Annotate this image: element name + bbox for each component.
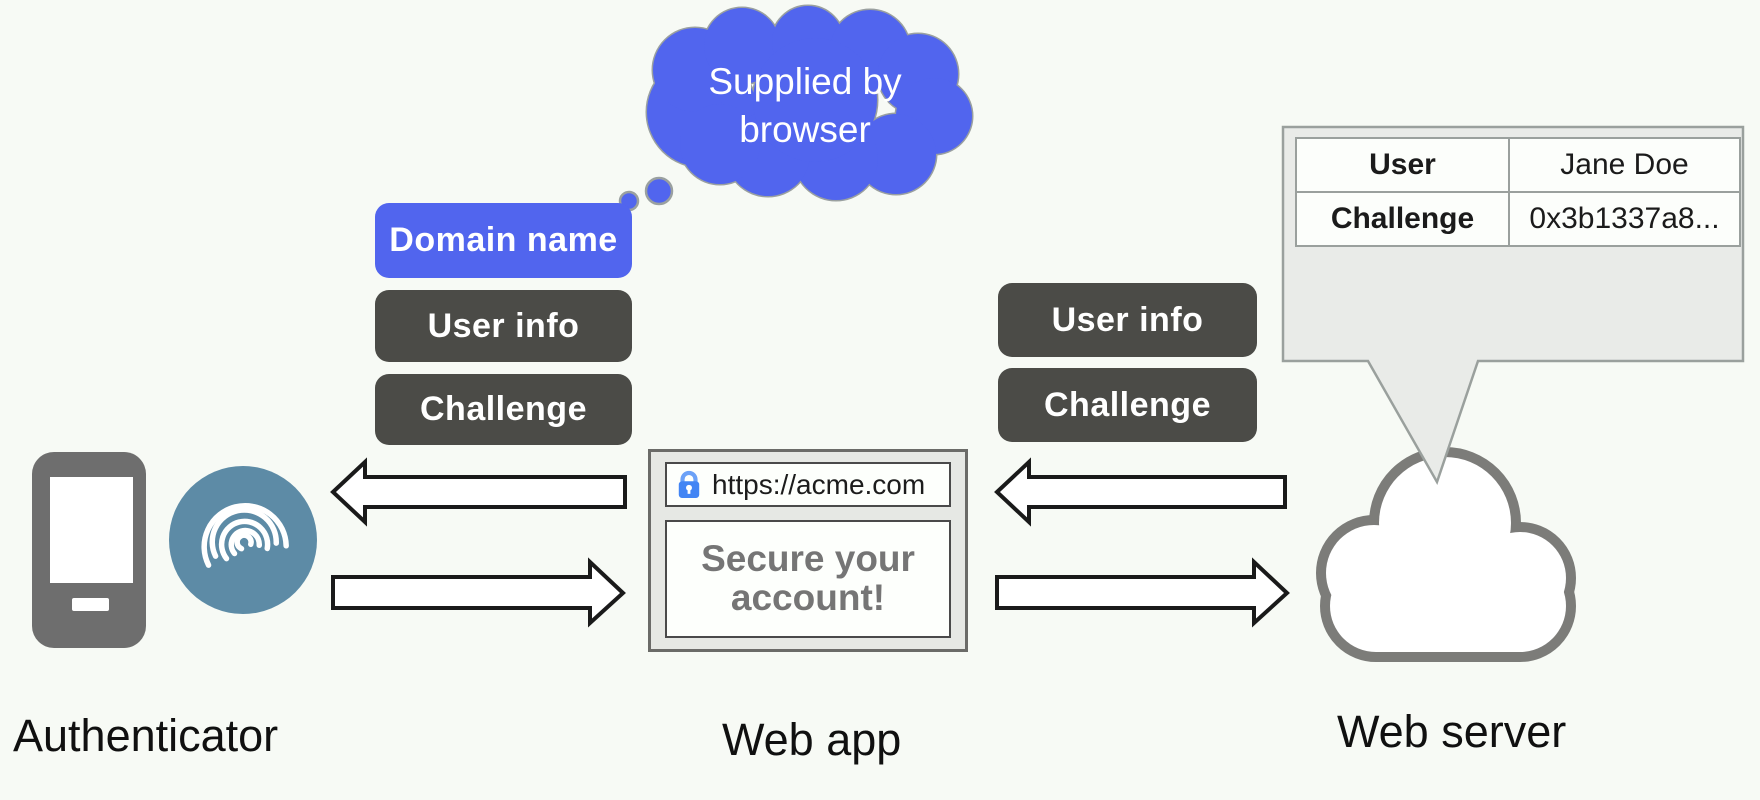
lock-icon bbox=[678, 470, 700, 498]
thought-bubble-cloud bbox=[645, 4, 974, 202]
arrow-webapp-to-webserver bbox=[995, 557, 1290, 628]
web-server-label: Web server bbox=[1337, 706, 1567, 757]
chip-user-info-left: User info bbox=[375, 290, 632, 362]
web-app-label: Web app bbox=[722, 714, 902, 765]
arrow-authenticator-to-webapp bbox=[331, 557, 626, 628]
thought-bubble-text: Supplied by browser bbox=[708, 61, 902, 151]
fingerprint-icon bbox=[169, 466, 317, 614]
arrow-webapp-to-authenticator bbox=[330, 457, 627, 527]
server-data-table: User Jane Doe Challenge 0x3b1337a8... bbox=[1295, 137, 1741, 247]
arrow-webserver-to-webapp bbox=[994, 457, 1287, 527]
chip-user-info-right: User info bbox=[998, 283, 1257, 357]
cloud-icon bbox=[1316, 447, 1576, 662]
chip-challenge-left: Challenge bbox=[375, 374, 632, 445]
chip-challenge-right: Challenge bbox=[998, 368, 1257, 442]
page-message: Secure your account! bbox=[701, 538, 915, 618]
smartphone-icon bbox=[32, 452, 146, 648]
address-url: https://acme.com bbox=[712, 468, 926, 500]
chip-domain-name: Domain name bbox=[375, 203, 632, 278]
table-row-challenge-value: 0x3b1337a8... bbox=[1510, 193, 1739, 245]
address-bar: https://acme.com bbox=[665, 462, 951, 507]
table-row-user-value: Jane Doe bbox=[1510, 139, 1739, 191]
page-content-box: Secure your account! bbox=[665, 520, 951, 638]
authenticator-label: Authenticator bbox=[13, 710, 279, 761]
browser-window: https://acme.com Secure your account! bbox=[648, 449, 968, 652]
table-row-user-label: User bbox=[1297, 139, 1508, 191]
table-row-challenge-label: Challenge bbox=[1297, 193, 1508, 245]
